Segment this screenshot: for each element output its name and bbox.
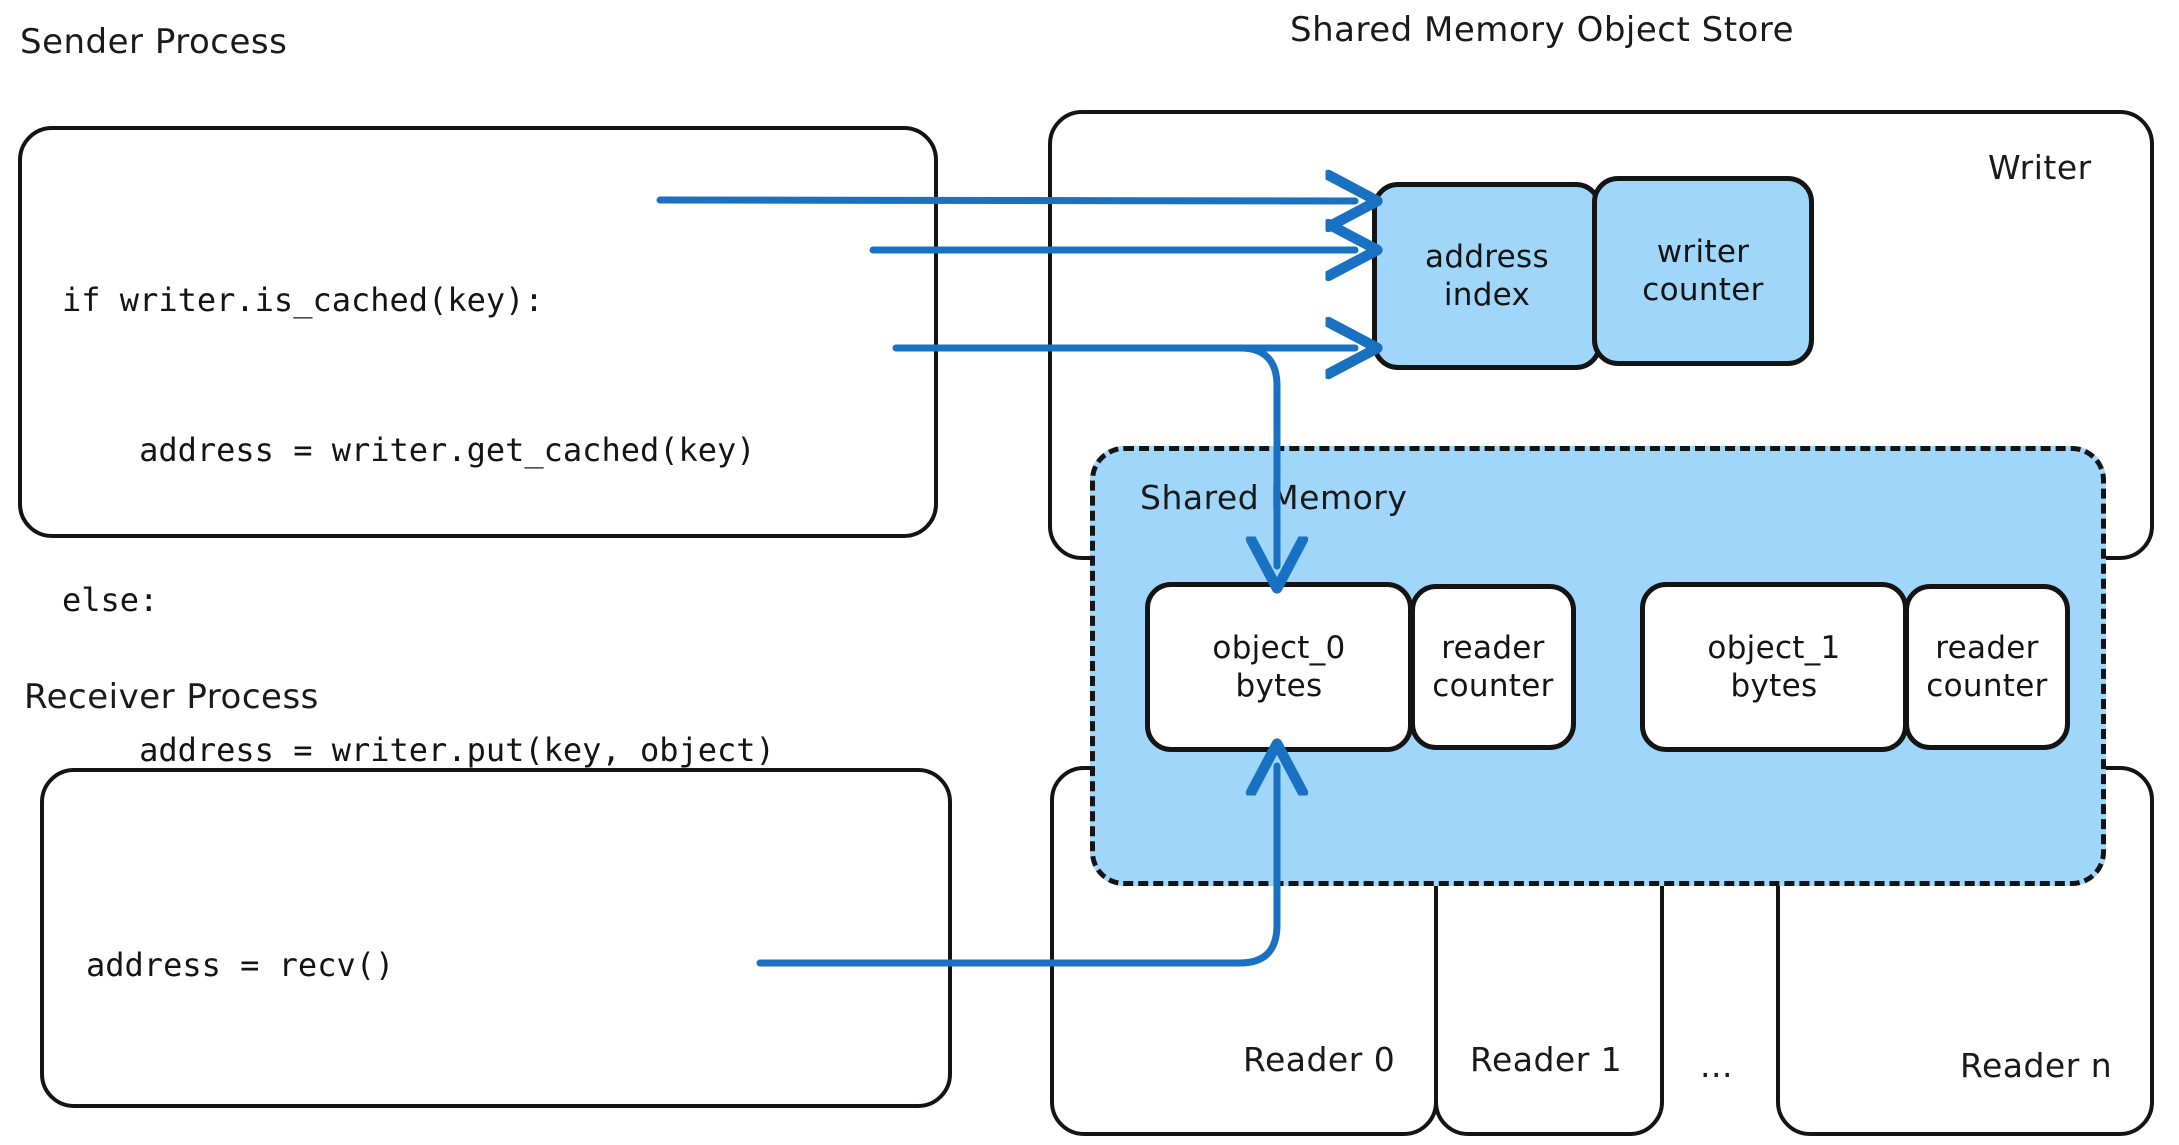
writer-counter-chip: writer counter [1592,176,1814,366]
writer-counter-line-2: counter [1642,272,1764,308]
sender-code-line: address = writer.put(key, object) [62,731,775,769]
receiver-code-block: address = recv() object = reader_0.get(a… [86,840,664,1145]
reader-1-label: Reader 1 [1470,1040,1623,1079]
object-0-counter-line-1: reader [1441,629,1545,666]
shared-memory-object-store-title: Shared Memory Object Store [1290,10,1794,50]
object-1-bytes-chip: object_1 bytes [1640,582,1908,752]
writer-counter-line-1: writer [1656,233,1750,270]
reader-n-label: Reader n [1960,1046,2113,1085]
object-1-reader-counter-chip: reader counter [1904,584,2070,750]
address-index-line-1: address [1425,238,1549,275]
object-1-counter-line-2: counter [1926,668,2048,704]
sender-code-block: if writer.is_cached(key): address = writ… [62,175,775,1145]
object-0-line-1: object_0 [1212,629,1346,666]
object-0-counter-line-2: counter [1432,668,1554,704]
address-index-chip: address index [1372,182,1602,370]
shared-memory-label: Shared Memory [1140,478,1408,517]
sender-process-box [18,126,938,538]
object-0-line-2: bytes [1235,668,1323,704]
writer-label: Writer [1988,148,2092,187]
reader-0-label: Reader 0 [1243,1040,1396,1079]
object-1-line-2: bytes [1730,668,1818,704]
object-0-reader-counter-chip: reader counter [1410,584,1576,750]
receiver-code-line: address = recv() [86,946,395,984]
readers-ellipsis-label: ... [1700,1046,1733,1085]
sender-process-title: Sender Process [20,22,288,62]
object-1-counter-line-1: reader [1935,629,2039,666]
sender-code-line: address = writer.get_cached(key) [62,431,756,469]
receiver-process-title: Receiver Process [24,677,319,717]
object-1-line-1: object_1 [1707,629,1841,666]
sender-code-line: else: [62,581,159,619]
sender-code-line: if writer.is_cached(key): [62,281,544,319]
object-0-bytes-chip: object_0 bytes [1145,582,1413,752]
address-index-line-2: index [1443,277,1531,313]
receiver-code-line [86,1090,664,1140]
